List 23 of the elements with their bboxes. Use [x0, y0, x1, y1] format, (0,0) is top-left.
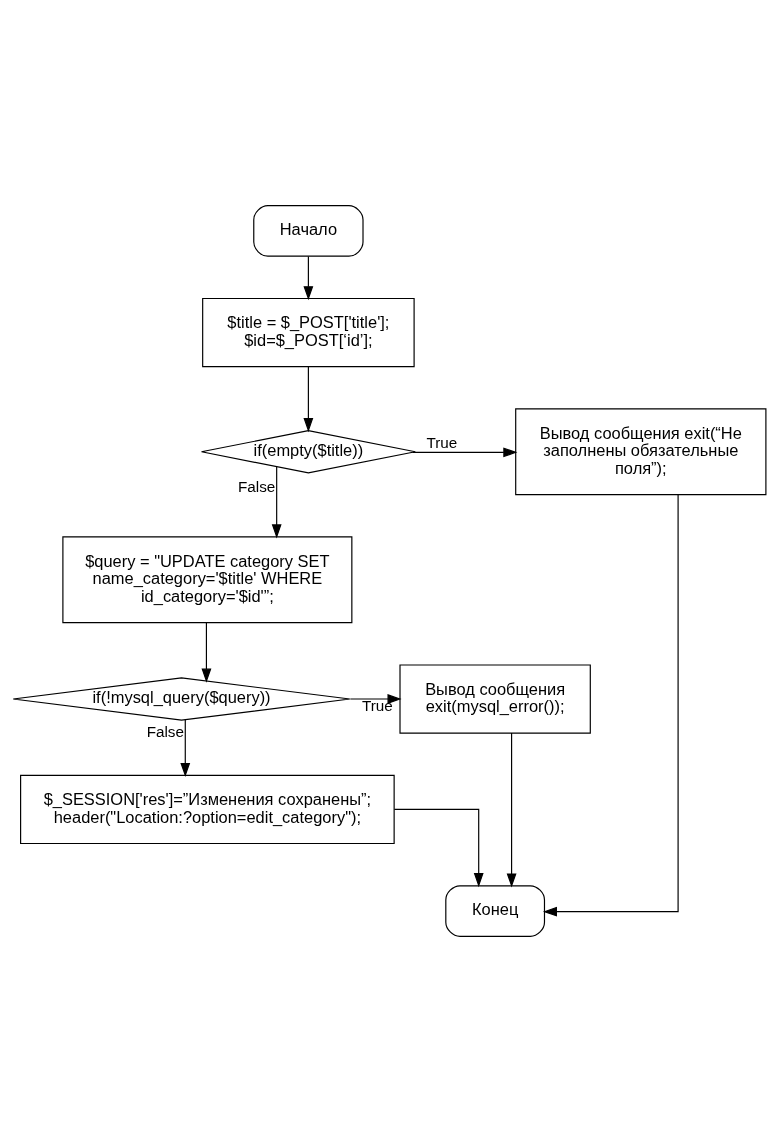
node-diamond: if(empty($title))	[200, 430, 416, 474]
arrow	[201, 622, 212, 683]
node-box: Вывод сообщения exit(“Не заполнены обязательные поля”);	[515, 408, 767, 496]
arrow	[506, 732, 517, 888]
arrow	[393, 808, 484, 888]
node-box: $query = "UPDATE category SET name_category='$title' WHERE id_category='$id'”;	[62, 536, 353, 624]
edge-label: False	[146, 723, 184, 741]
edge-label: True	[361, 697, 393, 715]
node-box: Вывод сообщения exit(mysql_error());	[399, 664, 591, 734]
arrow	[303, 256, 314, 301]
arrow	[542, 494, 679, 917]
node-box: Начало	[253, 205, 364, 257]
node-box: Конец	[445, 885, 546, 937]
arrow	[271, 466, 282, 539]
node-diamond: if(!mysql_query($query))	[12, 677, 351, 721]
node-box: $title = $_POST['title']; $id=$_POST[‘id’];	[202, 297, 415, 368]
node-box: $_SESSION['res']=”Изменения сохранены”; header("Location:?option=edit_category");	[20, 774, 395, 845]
arrow	[412, 447, 518, 458]
arrow	[180, 719, 191, 778]
arrow	[349, 694, 402, 704]
arrow	[303, 366, 314, 433]
edge-label: False	[238, 477, 276, 495]
edge-label: True	[426, 434, 458, 452]
